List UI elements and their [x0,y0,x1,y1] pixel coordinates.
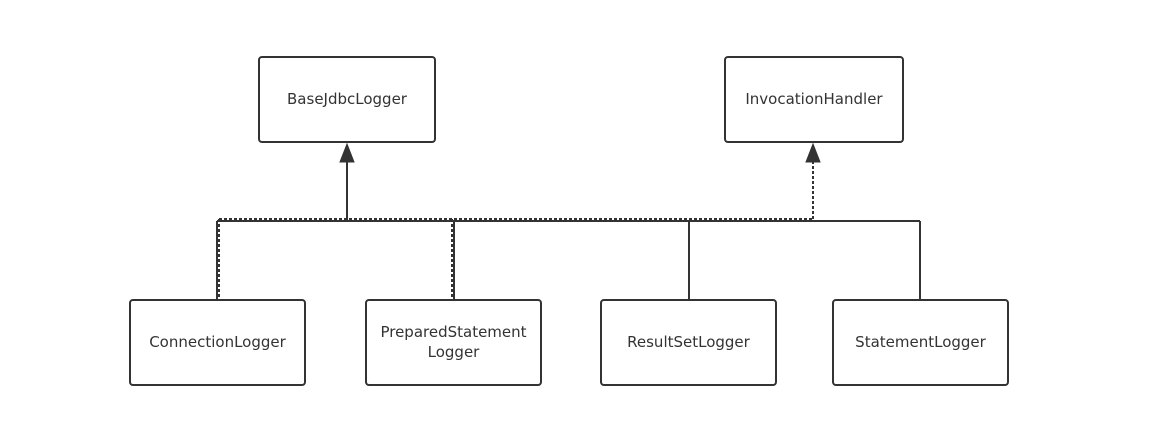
class-box-connection-logger: ConnectionLogger [129,299,306,386]
class-box-result-set-logger: ResultSetLogger [600,299,777,386]
extends-arrowhead [339,142,355,163]
class-label: InvocationHandler [745,89,883,108]
class-label: BaseJdbcLogger [287,89,407,108]
class-box-prepared-statement-logger: PreparedStatement Logger [365,299,542,386]
class-label: ConnectionLogger [149,332,286,351]
implements-arrowhead [805,142,821,163]
class-box-statement-logger: StatementLogger [832,299,1009,386]
extends-connectors [216,162,921,299]
class-label: PreparedStatement Logger [380,323,527,361]
implements-connectors [218,162,814,297]
class-box-base-jdbc-logger: BaseJdbcLogger [258,56,436,143]
class-box-invocation-handler: InvocationHandler [724,56,904,143]
class-label: ResultSetLogger [627,332,750,351]
class-label: StatementLogger [855,332,986,351]
